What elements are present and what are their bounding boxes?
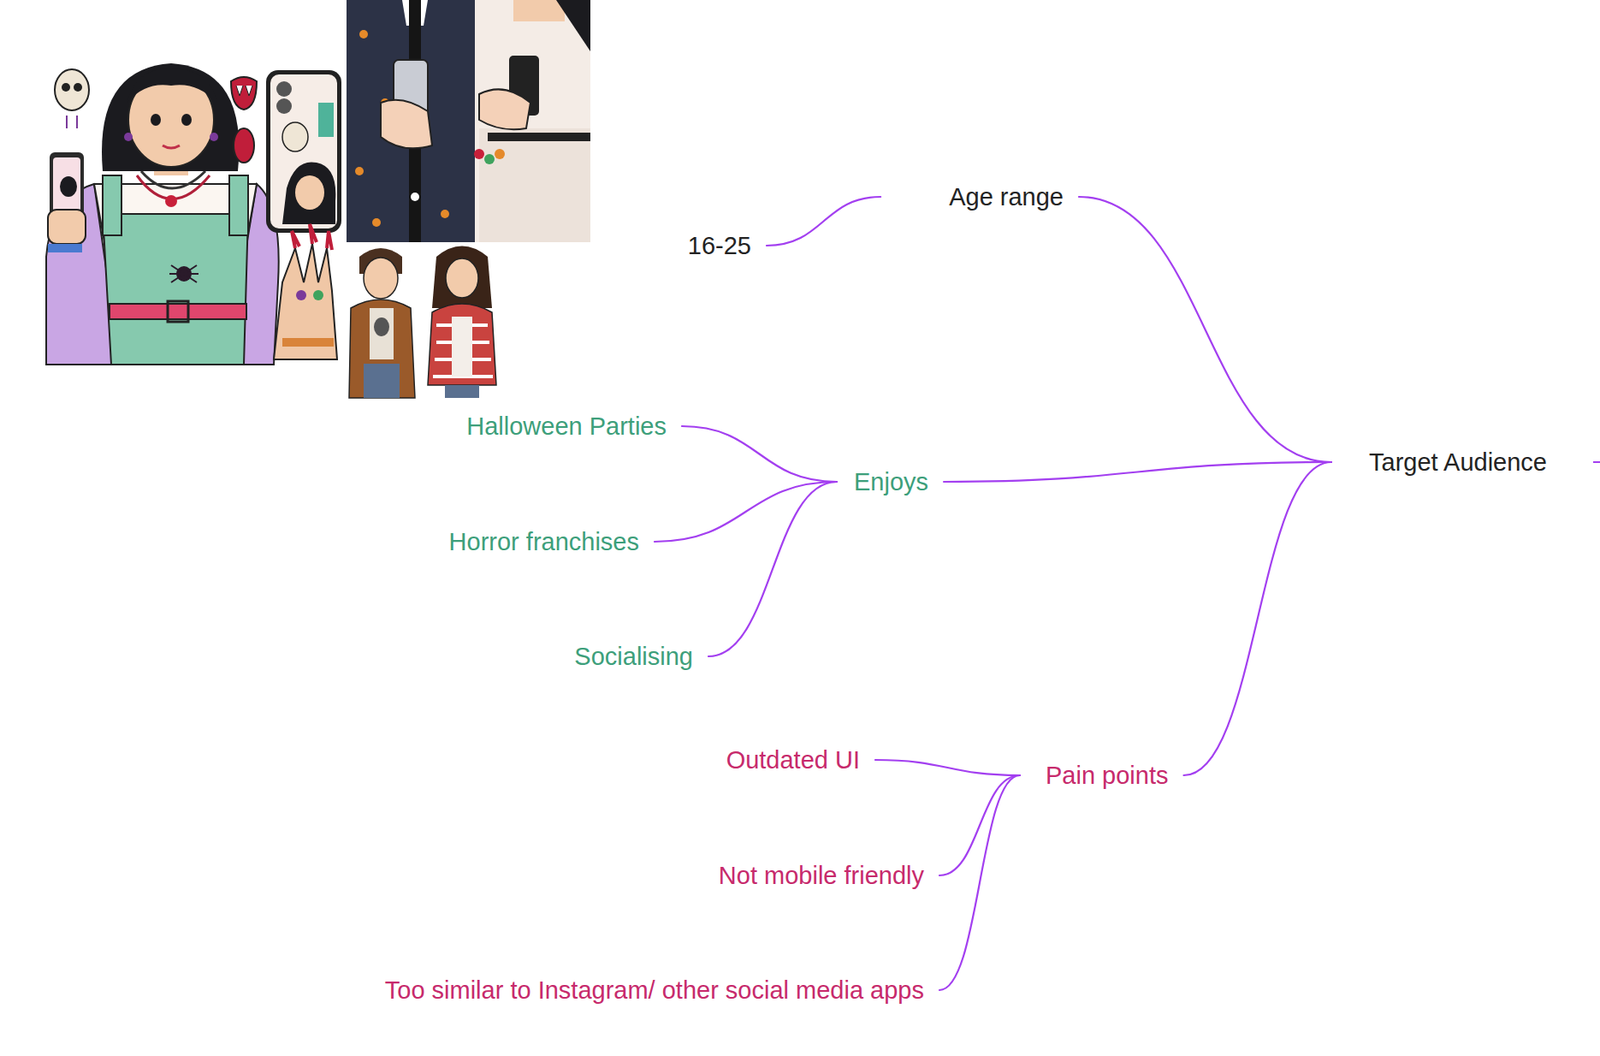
- mind-map-node: 16-25: [687, 231, 752, 261]
- branch-connector: [1078, 196, 1332, 463]
- node-label: Halloween Parties: [466, 412, 667, 440]
- mind-map-node: Too similar to Instagram/ other social m…: [385, 975, 925, 1006]
- node-label: Horror franchises: [449, 527, 640, 556]
- mind-map-node: Pain points: [1045, 760, 1169, 791]
- branch-connector: [766, 196, 881, 246]
- branch-connector: [875, 759, 1020, 776]
- node-label: Pain points: [1045, 761, 1169, 789]
- mind-map-node: Horror franchises: [449, 527, 640, 558]
- mind-map-node: Not mobile friendly: [718, 860, 925, 891]
- branch-connector: [654, 481, 837, 542]
- branch-connector: [943, 462, 1332, 482]
- mind-map-node: Age range: [948, 182, 1064, 213]
- mind-map-node: Target Audience: [1368, 447, 1547, 478]
- mind-map-node: Enjoys: [853, 467, 929, 498]
- node-label: 16-25: [687, 231, 752, 260]
- node-label: Target Audience: [1368, 448, 1547, 476]
- branch-connector: [939, 775, 1020, 876]
- mind-map-node: Halloween Parties: [466, 411, 667, 442]
- couple-illustration: [346, 0, 591, 243]
- node-label: Age range: [948, 183, 1064, 211]
- node-label: Enjoys: [853, 468, 929, 496]
- mind-map-node: Socialising: [574, 641, 694, 672]
- node-label: Not mobile friendly: [718, 861, 925, 889]
- mind-map-node: Outdated UI: [726, 745, 860, 776]
- branch-connector: [681, 426, 837, 482]
- node-label: Outdated UI: [726, 746, 860, 774]
- node-label: Socialising: [574, 642, 694, 670]
- branch-connector: [1184, 462, 1333, 776]
- stub-line: [1593, 461, 1600, 463]
- girl-illustration: [46, 61, 342, 365]
- branch-connector: [708, 481, 837, 657]
- node-label: Too similar to Instagram/ other social m…: [385, 976, 925, 1004]
- branch-connector: [939, 775, 1020, 990]
- friends-illustration: [346, 242, 505, 398]
